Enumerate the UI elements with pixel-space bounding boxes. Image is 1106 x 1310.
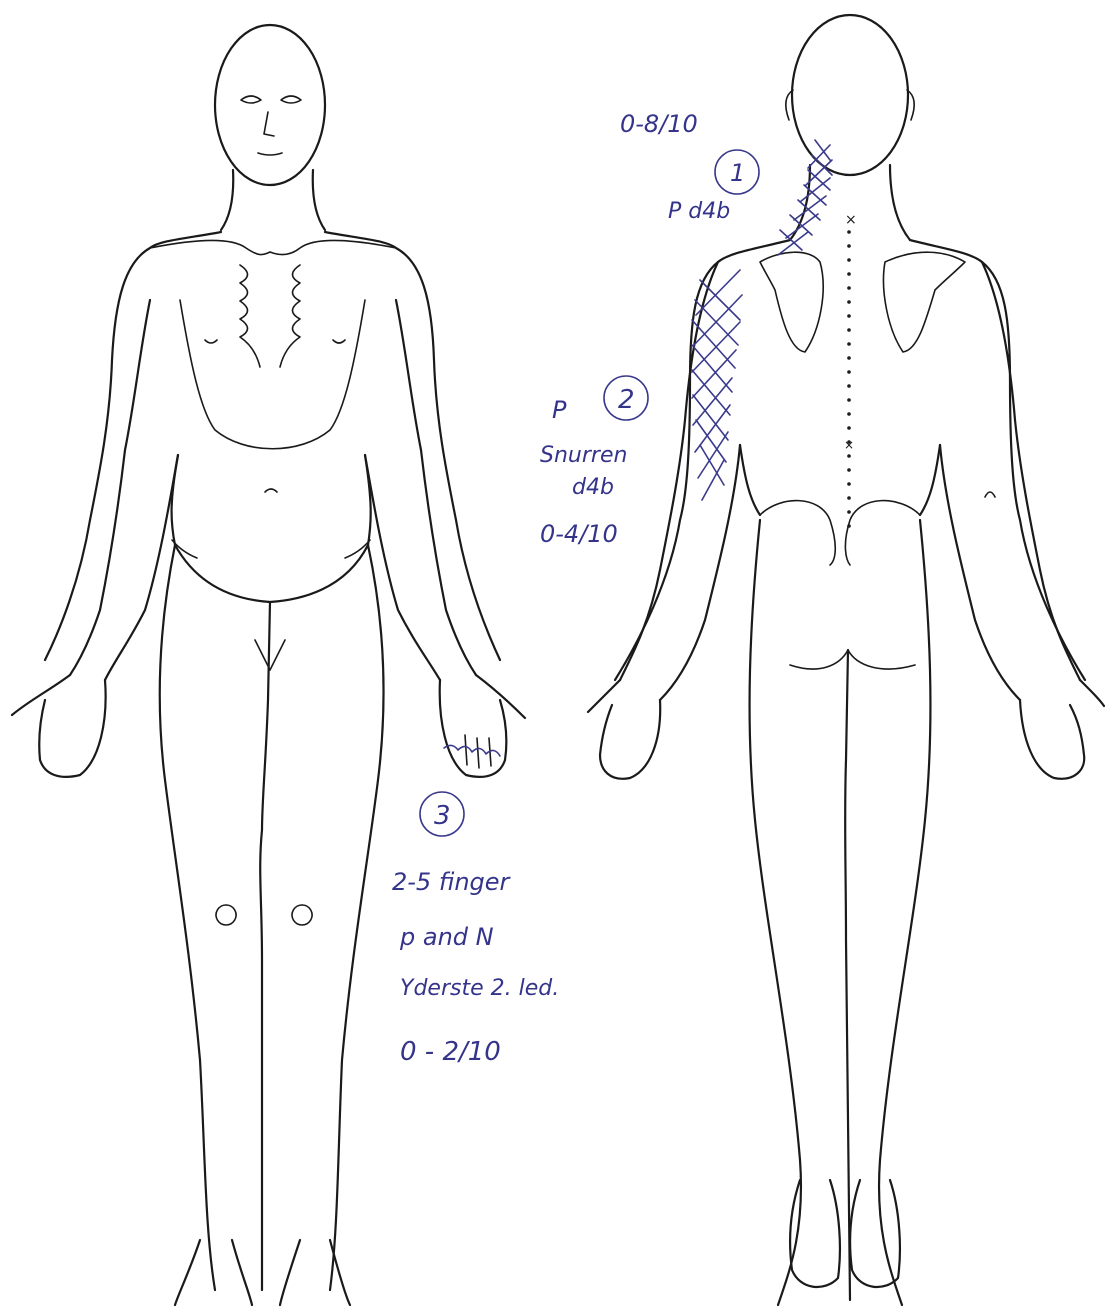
spine-dot [847,496,851,500]
spine-dot [847,398,851,402]
pain-hatching [692,140,832,500]
area2-depth: d4b [572,475,614,500]
area3-location: 2-5 finger [392,868,512,896]
spine-dot [847,510,851,514]
front-sternum [240,265,300,367]
spine-marker-top: × [845,212,857,228]
spine-dot [847,328,851,332]
spine-marker-mid: × [844,438,854,452]
front-neck [221,170,325,230]
front-collar [150,240,396,254]
back-waist [740,445,940,515]
front-nipple-right [333,340,345,343]
annotation-area-3: 3 2-5 finger p and N Yderste 2. led. 0 -… [392,792,559,1067]
front-legs [160,545,384,1290]
spine-dot [847,286,851,290]
spine-dot [847,244,851,248]
spine-dot [847,356,851,360]
spine-dot [847,370,851,374]
back-hand-left [588,680,660,779]
spine-dot [847,412,851,416]
spine-dot [847,230,851,234]
back-figure: × × [588,15,1104,1305]
area2-number: 2 [618,385,635,415]
area2-quality: Snurren [540,443,627,468]
area1-intensity: 0-8/10 [620,110,698,138]
area2-intensity: 0-4/10 [540,520,618,548]
back-hand-right [1020,680,1104,779]
area3-detail: Yderste 2. led. [400,976,559,1001]
spine-dot [847,440,851,444]
back-arm-right [940,262,1080,700]
spine-dot [847,258,851,262]
area1-type: P d4b [668,199,730,224]
area3-type: p and N [399,923,494,951]
back-legs [750,520,931,1305]
spine-dot [847,468,851,472]
front-head [215,25,325,185]
area1-number: 1 [730,159,745,187]
front-figure [12,25,525,1305]
back-buttocks [760,501,920,669]
area3-intensity: 0 - 2/10 [400,1037,501,1067]
front-ribcage [180,300,365,449]
front-mouth [258,153,282,155]
front-nipple-left [205,340,217,343]
spine-dot [847,314,851,318]
spine-dot [847,426,851,430]
back-torso [615,240,1085,680]
spine-dot [847,300,851,304]
front-knee-right [292,905,312,925]
front-hand-right [440,675,525,777]
spine-dot [847,454,851,458]
front-arm-right [365,300,476,680]
front-arm-left [70,300,178,680]
front-torso [45,232,500,660]
front-fingers-right [465,735,491,768]
spine-dot [847,272,851,276]
front-hand-left [12,675,106,777]
front-eye-right [281,96,301,103]
back-scapula-right [884,252,965,352]
area3-number: 3 [434,801,451,831]
hatch-neck [778,140,832,255]
finger-marks [444,745,500,756]
back-scapula-left [760,252,823,352]
back-head [792,15,908,175]
hatch-arm [692,270,742,500]
back-neck [790,165,910,240]
spine-dot [847,342,851,346]
annotation-area-1: 0-8/10 1 P d4b [620,110,759,224]
spine-dot [847,482,851,486]
front-hip-left [172,540,197,558]
front-eye-left [241,96,261,103]
spine-dot [847,384,851,388]
back-spine: × × [844,212,857,528]
area2-type: P [552,396,567,424]
front-navel [265,489,277,492]
front-nose [264,112,274,136]
back-elbow-right [985,492,995,497]
front-abdomen [172,455,371,602]
front-knee-left [216,905,236,925]
annotation-area-2: P 2 Snurren d4b 0-4/10 [540,376,648,548]
